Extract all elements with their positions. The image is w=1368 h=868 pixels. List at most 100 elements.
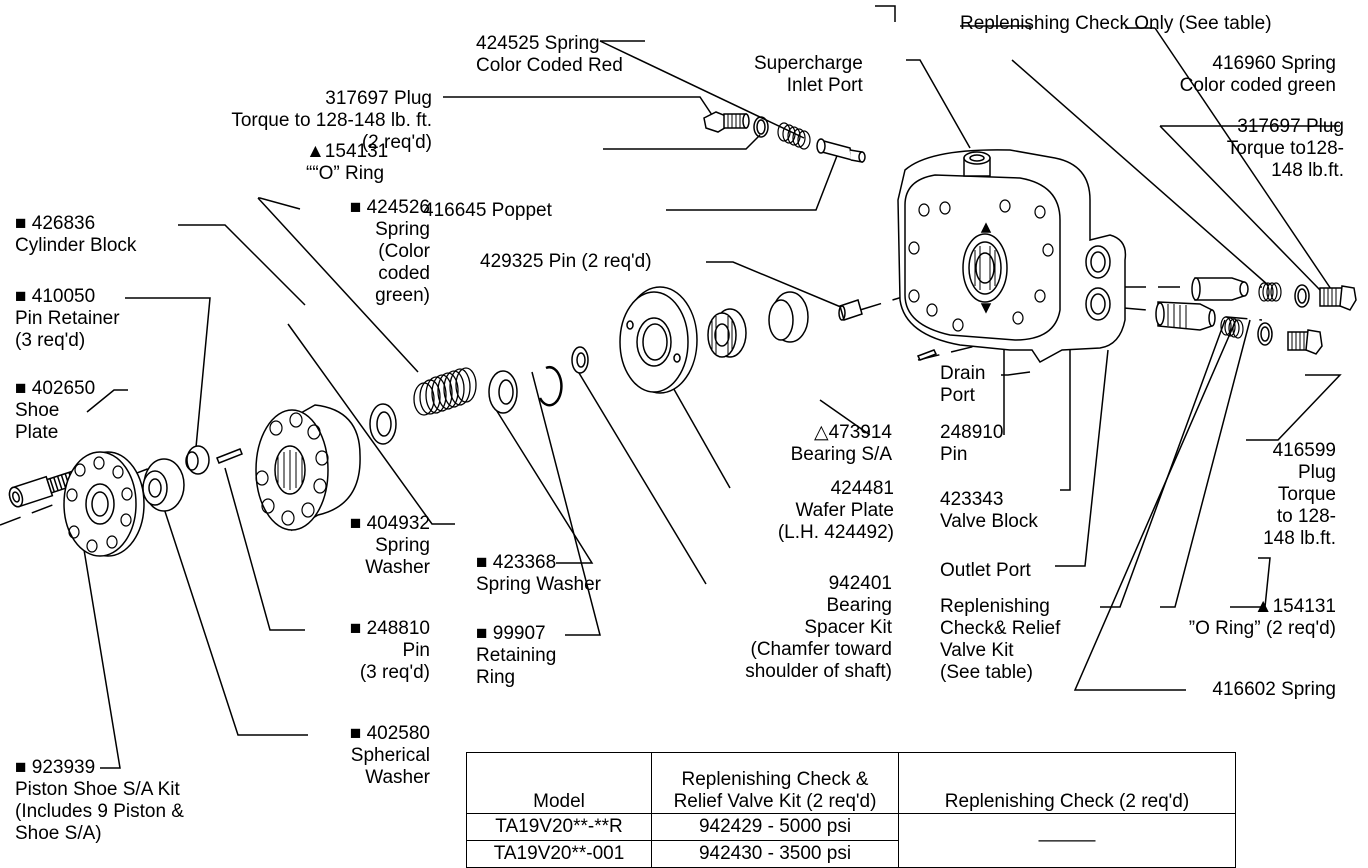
label-line: 416960 Spring bbox=[1212, 53, 1336, 74]
label-line: ■ 99907 bbox=[476, 623, 546, 644]
label-line: Replenishing bbox=[940, 596, 1050, 617]
label-line: Bearing bbox=[826, 595, 893, 616]
label-line: 424481 bbox=[830, 478, 894, 499]
bearing-sa bbox=[707, 291, 809, 358]
label-cylinder-block: ■ 426836 Cylinder Block bbox=[15, 213, 136, 257]
check-cartridge-top bbox=[1191, 277, 1249, 301]
label-plug-317697-left: 317697 Plug Torque to 128-148 lb. ft. (2… bbox=[231, 88, 432, 154]
pin-retainer bbox=[185, 445, 210, 475]
label-line: ■ 410050 bbox=[15, 286, 96, 307]
label-line: Supercharge bbox=[754, 53, 863, 74]
spring-416602 bbox=[1220, 316, 1244, 339]
label-line: 942401 bbox=[828, 573, 892, 594]
wafer-plate bbox=[619, 286, 698, 394]
label-line: Plug bbox=[1297, 462, 1336, 483]
label-line: Spring Washer bbox=[476, 574, 601, 595]
label-retaining-ring: ■ 99907 Retaining Ring bbox=[476, 623, 556, 689]
table-row: TA19V20**-**R 942429 - 5000 psi ——— bbox=[466, 813, 1236, 868]
label-line: Bearing S/A bbox=[790, 444, 892, 465]
label-line: Shoe bbox=[15, 400, 60, 421]
table-header-row: Model Replenishing Check & Relief Valve … bbox=[466, 752, 1236, 814]
label-piston-shoe-kit: ■ 923939 Piston Shoe S/A Kit (Includes 9… bbox=[15, 757, 184, 845]
poppet-416645 bbox=[816, 138, 866, 163]
label-line: 317697 Plug bbox=[1237, 116, 1344, 137]
label-shoe-plate: ■ 402650 Shoe Plate bbox=[15, 378, 95, 444]
label-line: ““O” Ring bbox=[306, 163, 385, 184]
label-spring-washer-404932: ■ 404932 Spring Washer bbox=[350, 513, 430, 579]
label-line: Color Coded Red bbox=[476, 55, 623, 76]
label-line: ■ 248810 bbox=[349, 618, 430, 639]
label-line: to 128- bbox=[1276, 506, 1336, 527]
label-line: ■ 424526 bbox=[349, 197, 430, 218]
spring-washer-423368 bbox=[488, 370, 518, 414]
retaining-ring-99907 bbox=[538, 366, 563, 407]
table-cell-kit: 942430 - 3500 psi bbox=[651, 840, 899, 868]
cylinder-block bbox=[255, 404, 361, 532]
label-line: (See table) bbox=[940, 662, 1033, 683]
table-header-model: Model bbox=[466, 752, 652, 814]
label-line: (3 req'd) bbox=[359, 662, 430, 683]
label-line: (L.H. 424492) bbox=[777, 522, 894, 543]
plug-317697-right bbox=[1319, 285, 1357, 311]
label-line: ”O Ring” (2 req'd) bbox=[1188, 618, 1336, 639]
table-row: TA19V20**-001 942430 - 3500 psi bbox=[466, 840, 1236, 868]
label-supercharge-inlet-port: Supercharge Inlet Port bbox=[754, 53, 863, 97]
label-pin-248810: ■ 248810 Pin (3 req'd) bbox=[350, 618, 430, 684]
plug-317697-left bbox=[703, 111, 750, 133]
valve-block bbox=[897, 149, 1127, 363]
label-line: coded bbox=[378, 263, 430, 284]
label-spring-416960: 416960 Spring Color coded green bbox=[1180, 53, 1336, 97]
label-valve-block: 423343 Valve Block bbox=[940, 489, 1038, 533]
table-cell-model: TA19V20**-001 bbox=[466, 840, 652, 868]
label-line: ■ 426836 bbox=[15, 213, 96, 234]
label-line: ■ 423368 bbox=[476, 552, 557, 573]
label-line: Spring bbox=[375, 535, 430, 556]
label-line: Pin bbox=[940, 444, 968, 465]
label-line: Port bbox=[940, 385, 975, 406]
label-line: (3 req'd) bbox=[15, 330, 86, 351]
kit-table: Model Replenishing Check & Relief Valve … bbox=[466, 752, 1236, 868]
label-outlet-port: Outlet Port bbox=[940, 560, 1031, 581]
label-line: 148 lb.ft. bbox=[1263, 528, 1336, 549]
label-bearing-sa: △473914 Bearing S/A bbox=[791, 422, 892, 466]
label-drain-port: Drain Port bbox=[940, 363, 985, 407]
label-line: Spherical bbox=[350, 745, 430, 766]
label-line: ■ 404932 bbox=[349, 513, 430, 534]
table-header-check: Replenishing Check (2 req'd) bbox=[898, 752, 1236, 814]
label-line: green) bbox=[375, 285, 430, 306]
pin-248810 bbox=[216, 448, 243, 464]
label-line: Cylinder Block bbox=[15, 235, 137, 256]
spring-424526 bbox=[413, 367, 477, 416]
label-line: ■ 402580 bbox=[349, 723, 430, 744]
label-bearing-spacer-kit: 942401 Bearing Spacer Kit (Chamfer towar… bbox=[745, 573, 892, 683]
spherical-washer bbox=[142, 458, 185, 512]
table-header-relief-kit: Replenishing Check & Relief Valve Kit (2… bbox=[651, 752, 899, 814]
plug-416599 bbox=[1287, 329, 1323, 355]
label-pin-retainer: ■ 410050 Pin Retainer (3 req'd) bbox=[15, 286, 120, 352]
label-line: Plate bbox=[15, 422, 59, 443]
label-line: Valve Block bbox=[940, 511, 1038, 532]
label-relief-valve-kit: Replenishing Check& Relief Valve Kit (Se… bbox=[940, 596, 1060, 684]
label-line: Torque to128- bbox=[1226, 138, 1344, 159]
label-pin-429325: 429325 Pin (2 req'd) bbox=[480, 251, 652, 272]
label-wafer-plate: 424481 Wafer Plate (L.H. 424492) bbox=[778, 478, 894, 544]
label-line: Torque bbox=[1277, 484, 1336, 505]
o-ring-top bbox=[753, 116, 769, 138]
label-line: Color coded green bbox=[1179, 75, 1336, 96]
label-line: Spacer Kit bbox=[804, 617, 892, 638]
label-line: Torque to 128-148 lb. ft. bbox=[231, 110, 432, 131]
label-line: Pin Retainer bbox=[15, 308, 120, 329]
label-line: (Includes 9 Piston & bbox=[15, 801, 184, 822]
label-poppet-416645: 416645 Poppet bbox=[423, 200, 552, 221]
shoe-plate bbox=[63, 451, 145, 557]
label-line: △473914 bbox=[813, 422, 892, 443]
label-spring-washer-423368: ■ 423368 Spring Washer bbox=[476, 552, 601, 596]
label-line: 148 lb.ft. bbox=[1271, 160, 1344, 181]
table-cell-kit: 942429 - 5000 psi bbox=[651, 813, 899, 841]
relief-valve-cartridge bbox=[1155, 301, 1216, 331]
o-ring-upper-right bbox=[1294, 284, 1310, 308]
label-plug-317697-right: 317697 Plug Torque to128- 148 lb.ft. bbox=[1227, 116, 1344, 182]
label-replenishing-check-only: Replenishing Check Only (See table) bbox=[960, 13, 1272, 34]
label-spherical-washer: ■ 402580 Spherical Washer bbox=[350, 723, 430, 789]
